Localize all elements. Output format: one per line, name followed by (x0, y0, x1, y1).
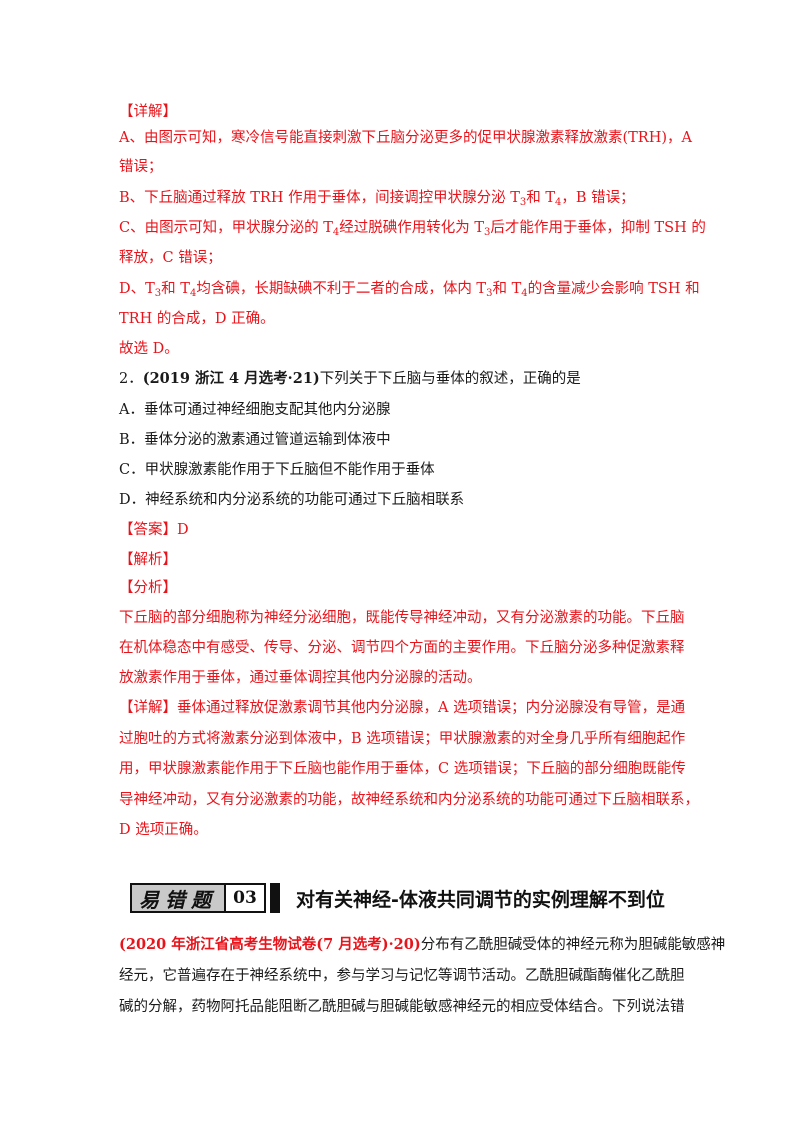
detail-line-c: C、由图示可知，甲状腺分泌的 T4经过脱碘作用转化为 T3后才能作用于垂体，抑制… (119, 220, 706, 238)
analysis-line-2: 在机体稳态中有感受、传导、分泌、调节四个方面的主要作用。下丘脑分泌多种促激素释 (119, 640, 685, 656)
choose-answer: 故选 D。 (119, 341, 179, 357)
section-tag-bar (270, 883, 280, 913)
option-c: C．甲状腺激素能作用于下丘脑但不能作用于垂体 (119, 462, 435, 478)
detail-line-a: A、由图示可知，寒冷信号能直接刺激下丘脑分泌更多的促甲状腺激素释放激素(TRH)… (119, 130, 692, 146)
analysis-line-3: 放激素作用于垂体，通过垂体调控其他内分泌腺的活动。 (119, 670, 482, 686)
fenxi-label: 【分析】 (119, 580, 177, 596)
section-heading: 易错题 03 对有关神经-体液共同调节的实例理解不到位 (130, 883, 665, 913)
option-d: D．神经系统和内分泌系统的功能可通过下丘脑相联系 (119, 492, 465, 508)
option-b: B．垂体分泌的激素通过管道运输到体液中 (119, 432, 391, 448)
question-3-line-2: 经元，它普遍存在于神经系统中，参与学习与记忆等调节活动。乙酰胆碱酯酶催化乙酰胆 (119, 968, 685, 984)
section-title: 对有关神经-体液共同调节的实例理解不到位 (296, 888, 665, 911)
detail2-line-5: D 选项正确。 (119, 822, 208, 838)
section-tag: 易错题 (130, 883, 226, 913)
question-3-line-1: (2020 年浙江省高考生物试卷(7 月选考)·20)分布有乙酰胆碱受体的神经元… (119, 936, 726, 953)
detail-line-b: B、下丘脑通过释放 TRH 作用于垂体，间接调控甲状腺分泌 T3和 T4，B 错… (119, 190, 635, 208)
question-2-stem: 2．(2019 浙江 4 月选考·21)下列关于下丘脑与垂体的叙述，正确的是 (119, 370, 581, 387)
detail-line-c-cont: 释放，C 错误； (119, 250, 222, 266)
detail-line-a-cont: 错误； (119, 159, 163, 175)
detail-line-d-cont: TRH 的合成，D 正确。 (119, 311, 275, 327)
detail-line-d: D、T3和 T4均含碘，长期缺碘不利于二者的合成，体内 T3和 T4的含量减少会… (119, 281, 700, 299)
detail2-line-4: 导神经冲动，又有分泌激素的功能，故神经系统和内分泌系统的功能可通过下丘脑相联系， (119, 792, 699, 808)
question-3-line-3: 碱的分解，药物阿托品能阻断乙酰胆碱与胆碱能敏感神经元的相应受体结合。下列说法错 (119, 999, 685, 1015)
detail-heading: 【详解】 (119, 104, 177, 120)
answer-label: 【答案】D (119, 522, 189, 538)
analysis-line-1: 下丘脑的部分细胞称为神经分泌细胞，既能传导神经冲动，又有分泌激素的功能。下丘脑 (119, 610, 685, 626)
jiexi-label: 【解析】 (119, 552, 177, 568)
option-a: A．垂体可通过神经细胞支配其他内分泌腺 (119, 402, 391, 418)
section-number: 03 (226, 883, 266, 913)
detail2-line-3: 用，甲状腺激素能作用于下丘脑也能作用于垂体，C 选项错误；下丘脑的部分细胞既能传 (119, 761, 686, 777)
detail2-line-1: 【详解】垂体通过释放促激素调节其他内分泌腺，A 选项错误；内分泌腺没有导管，是通 (119, 700, 686, 716)
detail2-line-2: 过胞吐的方式将激素分泌到体液中，B 选项错误；甲状腺激素的对全身几乎所有细胞起作 (119, 731, 686, 747)
question-3-source: (2020 年浙江省高考生物试卷(7 月选考)·20) (119, 936, 421, 953)
